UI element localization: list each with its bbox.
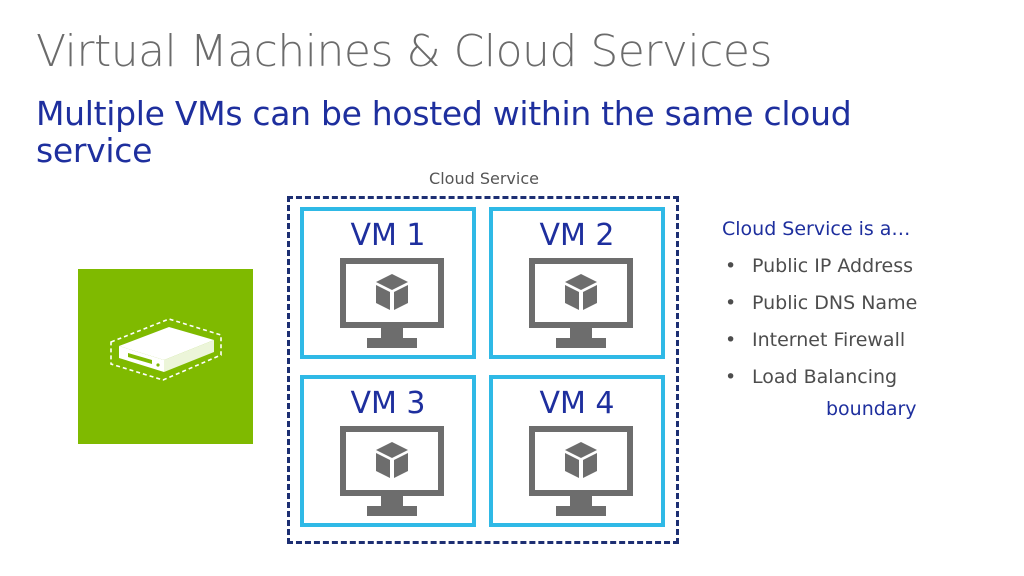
vm-box-2: VM 2 [489,207,665,359]
cloud-service-boundary [287,196,679,544]
cloud-service-info: Cloud Service is a… Public IP Address Pu… [722,218,917,420]
vm-label: VM 3 [350,386,426,421]
vm-box-1: VM 1 [300,207,476,359]
monitor-cube-icon [340,426,444,516]
slide-subtitle: Multiple VMs can be hosted within the sa… [36,94,852,170]
monitor-cube-icon [529,426,633,516]
list-item: Public DNS Name [722,285,917,322]
vm-box-4: VM 4 [489,375,665,527]
server-icon [110,318,222,381]
vm-label: VM 1 [350,218,426,253]
monitor-cube-icon [529,258,633,348]
list-item: Internet Firewall [722,322,917,359]
vm-label: VM 2 [539,218,615,253]
info-footer: boundary [826,398,917,420]
cloud-service-label: Cloud Service [429,169,539,188]
server-tile [78,269,253,444]
info-list: Public IP Address Public DNS Name Intern… [722,248,917,396]
info-heading: Cloud Service is a… [722,218,911,240]
list-item: Public IP Address [722,248,917,285]
vm-box-3: VM 3 [300,375,476,527]
list-item: Load Balancing [722,359,917,396]
slide-title: Virtual Machines & Cloud Services [36,26,772,77]
monitor-cube-icon [340,258,444,348]
vm-label: VM 4 [539,386,615,421]
